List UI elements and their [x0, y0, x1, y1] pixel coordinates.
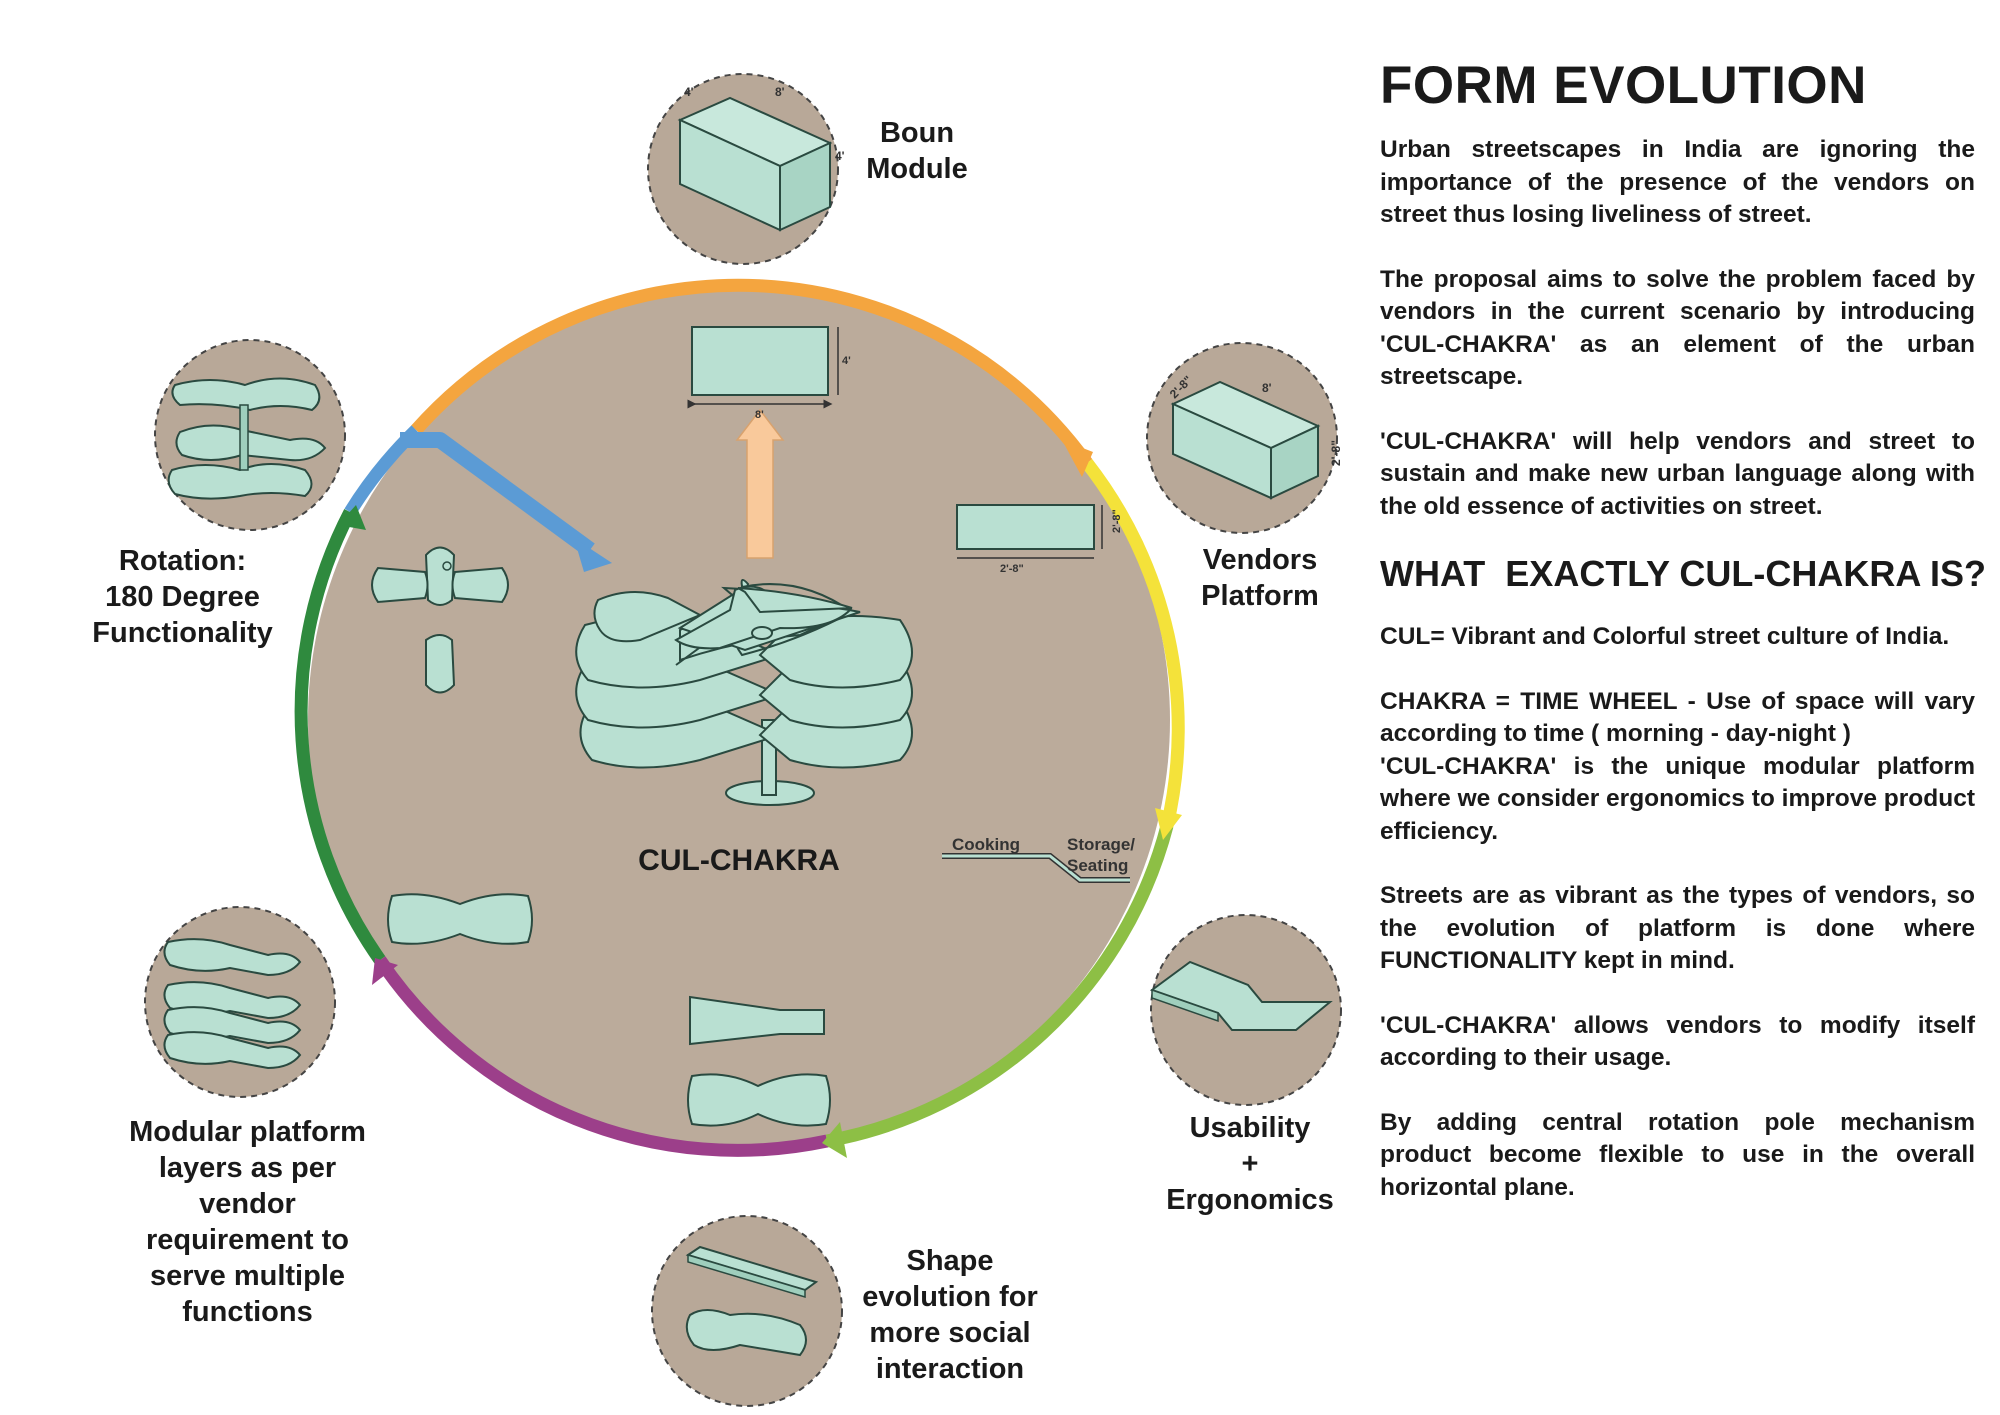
boun-plan-height: 4': [842, 355, 851, 367]
central-pole-cap: [751, 626, 773, 640]
node-shape-evolution: [651, 1215, 843, 1407]
cycle-arrowhead-darkgreen: [338, 505, 366, 530]
stage-label-rotation: Rotation: 180 Degree Functionality: [70, 543, 295, 651]
cycle-arrowhead-purple: [372, 958, 398, 985]
vendors-plan-rect: [956, 504, 1095, 550]
stage-label-line: Module: [866, 153, 968, 185]
body-paragraph: CUL= Vibrant and Colorful street culture…: [1380, 621, 1975, 654]
paragraph-text: Streets are as vibrant as the types of v…: [1380, 882, 1975, 974]
node-rotation: [154, 339, 346, 531]
cycle-arrowhead-yellow: [1155, 808, 1182, 840]
cycle-arrowhead-lightgreen: [822, 1122, 847, 1158]
stage-label-line: Vendors: [1202, 544, 1318, 576]
svg-text:8': 8': [775, 85, 785, 99]
description-panel: FORM EVOLUTION Urban streetscapes in Ind…: [1380, 55, 1986, 1236]
body-paragraph: CHAKRA = TIME WHEEL - Use of space will …: [1380, 686, 1975, 849]
stage-label-line: more social: [869, 1317, 1031, 1349]
stage-label-line: requirement to: [145, 1224, 350, 1256]
rotation-arrowhead: [574, 538, 612, 572]
body-paragraph: Streets are as vibrant as the types of v…: [1380, 880, 1975, 978]
cycle-arc-darkgreen: [294, 508, 386, 964]
svg-text:4': 4': [684, 85, 694, 99]
stage-label-line: serve multiple: [149, 1260, 346, 1292]
body-paragraph: 'CUL-CHAKRA' allows vendors to modify it…: [1380, 1010, 1975, 1075]
stage-label-line: evolution for: [862, 1281, 1038, 1313]
section-label-storage: Storage/: [1067, 835, 1135, 854]
stage-label-line: Shape: [906, 1245, 994, 1277]
paragraph-text: CUL= Vibrant and Colorful street culture…: [1380, 623, 1950, 650]
svg-text:2'-8": 2'-8": [1329, 440, 1343, 466]
stage-label-line: Ergonomics: [1166, 1184, 1334, 1216]
cycle-arc-lightgreen: [825, 824, 1174, 1148]
stage-label-line: Usability: [1189, 1112, 1311, 1144]
boun-plan-width: 8': [755, 409, 764, 421]
vendors-plan-height: 2'-8": [1111, 509, 1123, 533]
bowtie-plan-bottom: [687, 1073, 831, 1127]
section-label-cooking: Cooking: [952, 835, 1020, 854]
stage-label-shape-evolution: Shape evolution for more social interact…: [850, 1243, 1050, 1387]
paragraph-text: 'CUL-CHAKRA' allows vendors to modify it…: [1380, 1011, 1975, 1072]
section-heading: WHAT EXACTLY CUL-CHAKRA IS?: [1380, 553, 1986, 594]
stage-label-line: +: [1241, 1148, 1259, 1180]
paragraph-text: CHAKRA = TIME WHEEL - Use of space will …: [1380, 687, 1975, 748]
stage-label-line: Boun: [879, 117, 955, 149]
stage-label-usability: Usability + Ergonomics: [1160, 1110, 1340, 1218]
stage-label-line: Rotation:: [118, 545, 247, 577]
bowtie-plan-left: [387, 893, 533, 945]
rotation-plan-cross: [371, 546, 509, 694]
up-arrow: [735, 408, 785, 559]
stage-label-line: 180 Degree: [105, 581, 260, 613]
cycle-arrowhead-orange: [1062, 440, 1093, 477]
svg-text:8': 8': [1262, 381, 1272, 395]
stage-label-modular-layers: Modular platform layers as per vendor re…: [110, 1114, 385, 1330]
cycle-arc-yellow: [1081, 459, 1185, 828]
stage-label-line: Functionality: [92, 617, 273, 649]
intro-paragraph: Urban streetscapes in India are ignoring…: [1380, 136, 1975, 228]
stage-label-line: interaction: [875, 1353, 1025, 1385]
vendors-plan-width: 2'-8": [1000, 563, 1024, 575]
stage-label-line: layers as per: [158, 1152, 337, 1184]
paragraph-text: 'CUL-CHAKRA' is the unique modular platf…: [1380, 752, 1975, 845]
taper-plan: [689, 995, 825, 1046]
central-platform-top: [674, 585, 853, 650]
stage-label-line: functions: [182, 1296, 313, 1328]
boun-plan-rect: [691, 326, 829, 396]
intro-paragraph: The proposal aims to solve the problem f…: [1380, 265, 1975, 391]
node-boun-module: 4' 8' 4': [647, 73, 845, 265]
svg-text:4': 4': [835, 149, 845, 163]
cycle-arc-purple: [374, 956, 829, 1157]
section-label-seating: Seating: [1067, 856, 1128, 875]
page-title: FORM EVOLUTION: [1380, 56, 1867, 115]
rotation-arrow: [400, 432, 595, 557]
body-paragraph: By adding central rotation pole mechanis…: [1380, 1107, 1975, 1205]
center-label: CUL-CHAKRA: [638, 844, 840, 877]
cycle-arc-orange: [411, 278, 1093, 467]
stage-label-line: Modular platform: [129, 1116, 366, 1148]
node-modular-layers: [144, 906, 336, 1098]
stage-label-line: vendor: [199, 1188, 296, 1220]
stage-label-boun-module: Boun Module: [852, 115, 982, 187]
intro-paragraph: 'CUL-CHAKRA' will help vendors and stree…: [1380, 427, 1975, 520]
node-vendors-platform: 2'-8" 8' 2'-8": [1146, 342, 1343, 534]
node-usability: [1149, 914, 1342, 1106]
stage-label-vendors-platform: Vendors Platform: [1190, 542, 1330, 614]
paragraph-text: By adding central rotation pole mechanis…: [1380, 1108, 1975, 1201]
stage-label-line: Platform: [1201, 580, 1319, 612]
